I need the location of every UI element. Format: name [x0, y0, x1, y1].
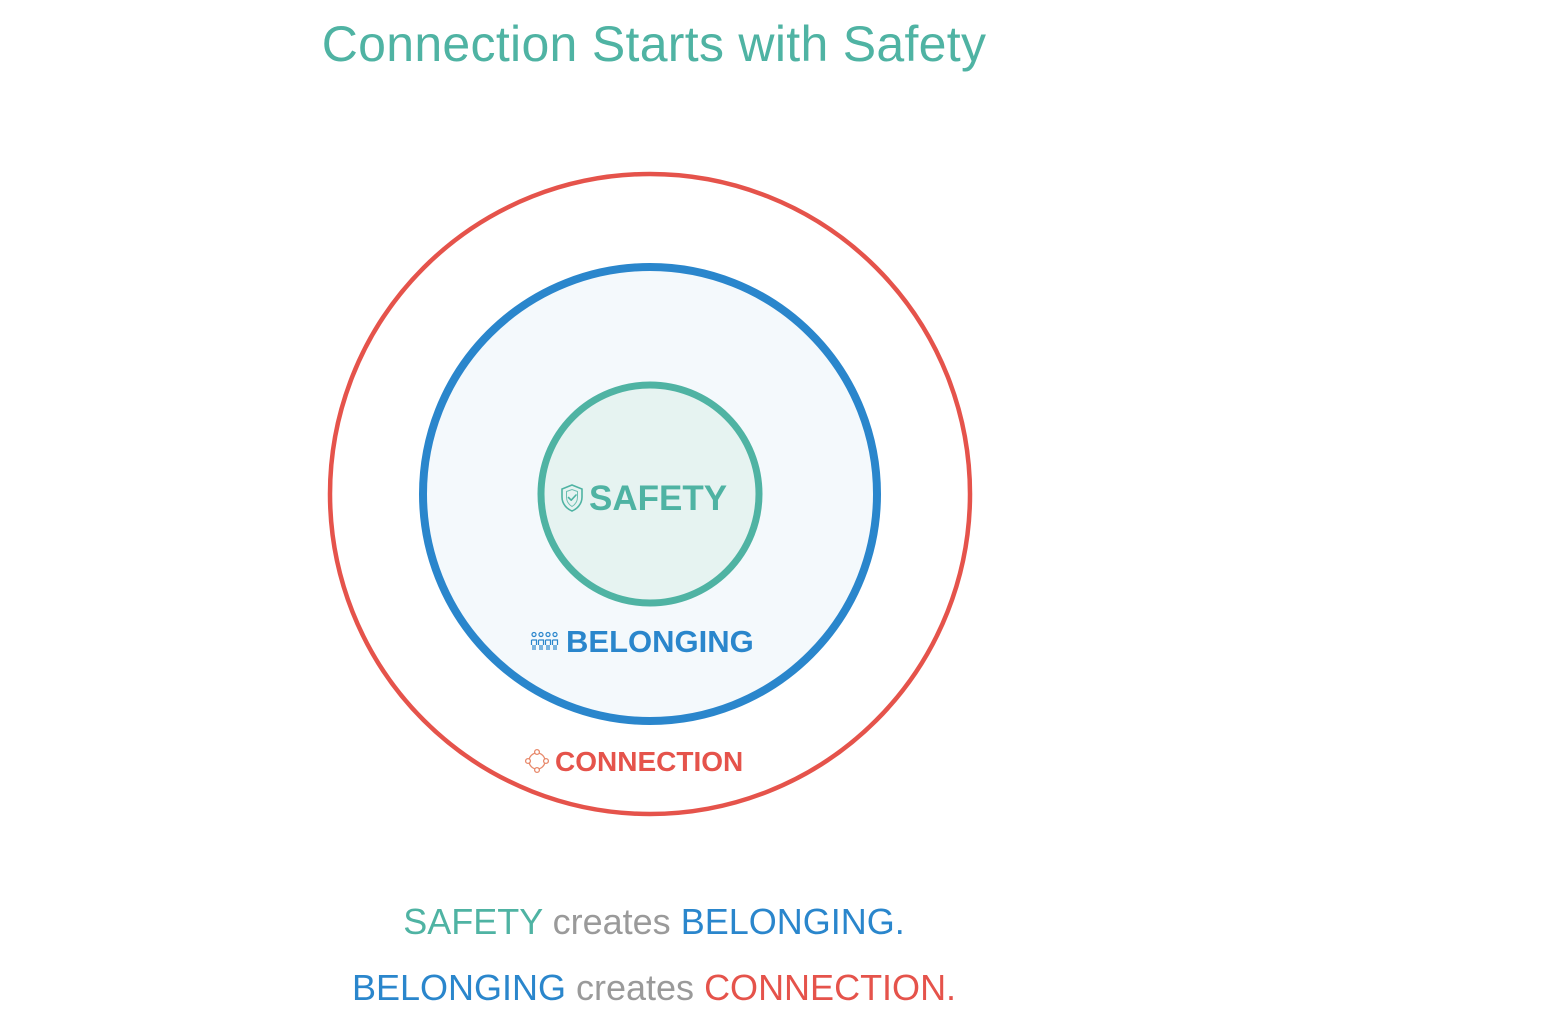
page-title: Connection Starts with Safety [321, 16, 987, 72]
caption-belonging-creates-connection: BELONGING creates CONNECTION. [0, 966, 1308, 1010]
safety-ring [537, 381, 763, 607]
caption-2-subject: BELONGING [351, 967, 566, 1008]
caption-1-object: BELONGING. [680, 901, 905, 942]
network-circle-icon [524, 748, 550, 774]
safety-label: SAFETY [589, 479, 727, 518]
people-group-icon [530, 631, 559, 650]
caption-2-object: CONNECTION. [704, 967, 957, 1008]
caption-2-verb: creates [566, 967, 705, 1008]
connection-label: CONNECTION [555, 746, 743, 777]
caption-1-verb: creates [542, 901, 681, 942]
safety-label-group: SAFETY [561, 479, 727, 518]
shield-check-icon [561, 484, 583, 512]
belonging-label: BELONGING [566, 624, 754, 659]
caption-safety-creates-belonging: SAFETY creates BELONGING. [0, 900, 1308, 944]
connection-label-group: CONNECTION [524, 746, 743, 777]
belonging-label-group: BELONGING [530, 624, 754, 659]
caption-1-subject: SAFETY [403, 901, 543, 942]
